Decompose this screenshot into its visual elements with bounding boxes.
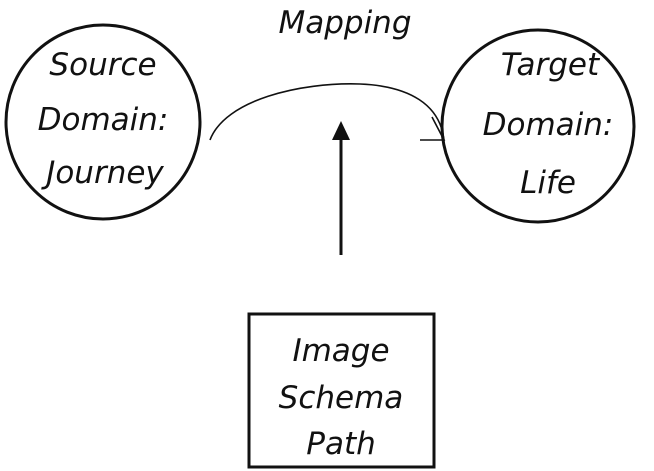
source-domain-circle [4, 23, 202, 221]
source-domain-node: Source Domain: Journey [4, 23, 202, 221]
source-domain-line-1: Source [49, 47, 156, 83]
target-domain-line-2: Domain: [483, 107, 614, 143]
schema-arrow [332, 121, 350, 255]
target-domain-line-1: Target [501, 47, 601, 83]
target-domain-circle [440, 28, 636, 224]
target-domain-line-3: Life [520, 165, 576, 201]
mapping-arrow [209, 83, 446, 141]
image-schema-node: Image Schema Path [247, 312, 436, 469]
source-domain-line-3: Journey [40, 155, 164, 191]
image-schema-box [247, 312, 436, 469]
schema-arrow-head [332, 121, 350, 140]
image-schema-line-3: Path [306, 426, 376, 462]
image-schema-line-1: Image [292, 333, 389, 369]
image-schema-line-2: Schema [279, 380, 404, 416]
source-domain-line-2: Domain: [38, 102, 169, 138]
mapping-arrow-head [420, 116, 446, 141]
target-domain-node: Target Domain: Life [440, 28, 636, 224]
mapping-label: Mapping [278, 5, 411, 41]
mapping-arrow-curve [209, 83, 445, 141]
